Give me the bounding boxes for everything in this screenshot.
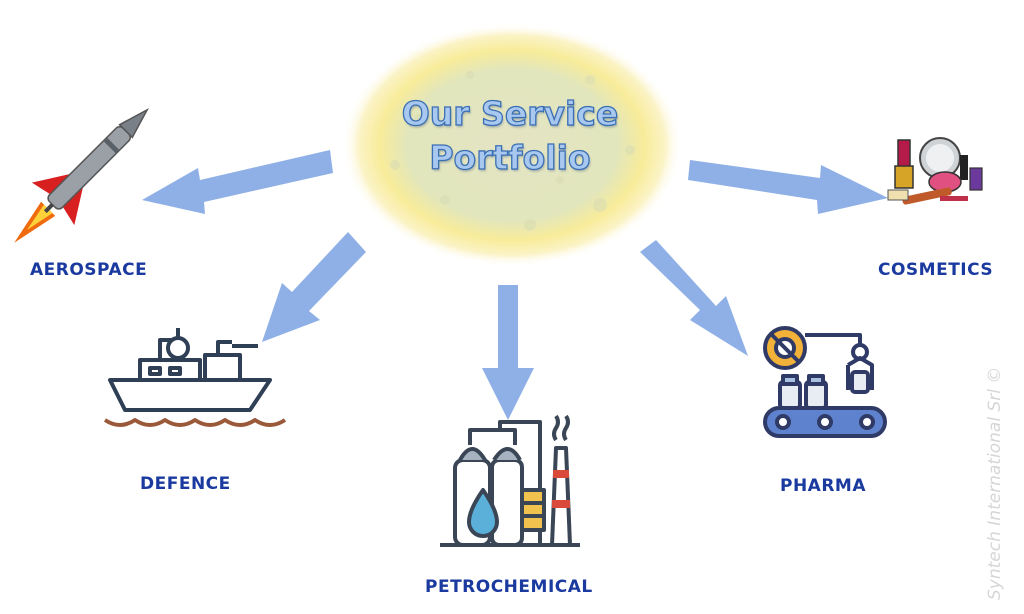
label-cosmetics: COSMETICS: [878, 260, 994, 280]
rocket-icon: [14, 108, 149, 243]
center-title-line2: Portfolio: [429, 137, 592, 177]
label-petrochemical: PETROCHEMICAL: [425, 577, 593, 597]
label-pharma: PHARMA: [780, 476, 867, 496]
arrow-to-pharma: [640, 240, 748, 356]
warship-icon: [103, 328, 287, 427]
cosmetics-icon: [887, 137, 983, 205]
bubble-droplets: [390, 71, 635, 231]
center-title-line1: Our Service: [401, 93, 619, 133]
arrow-to-petrochemical: [482, 285, 534, 420]
arrows: [142, 150, 888, 420]
center-title: Our Service Portfolio: [370, 92, 650, 180]
arrow-to-aerospace: [142, 150, 333, 214]
label-aerospace: AEROSPACE: [30, 260, 148, 280]
arrow-to-cosmetics: [688, 160, 888, 214]
arrow-to-defence: [262, 232, 366, 342]
pharma-production-icon: [763, 326, 887, 438]
label-defence: DEFENCE: [140, 474, 231, 494]
watermark: Syntech International Srl ©: [985, 366, 1005, 600]
refinery-icon: [440, 414, 580, 547]
